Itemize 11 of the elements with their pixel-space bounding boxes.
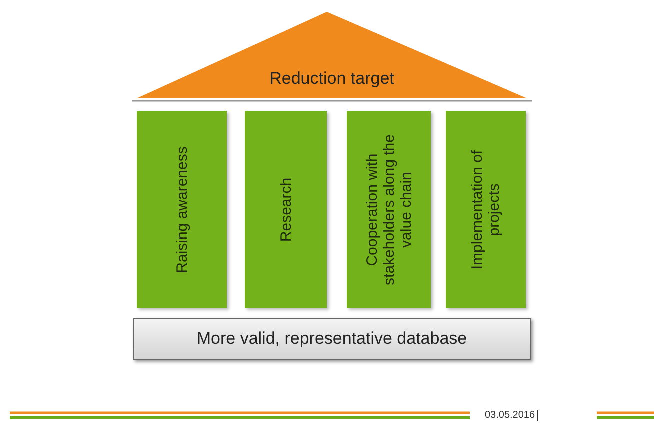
pillar-label: Raising awareness — [172, 145, 192, 275]
pillar-box — [347, 111, 431, 308]
date-label: 03.05.2016 — [485, 410, 536, 422]
pillar-label: Cooperation with stakeholders along the value chain — [362, 133, 416, 287]
foundation-bar: More valid, representative database — [133, 318, 531, 360]
pillar-box — [137, 111, 227, 308]
pillar-label: Implementation of projects — [468, 148, 504, 272]
pillar-label: Research — [276, 176, 296, 244]
roof-label: Reduction target — [268, 69, 396, 89]
pillar-box — [446, 111, 526, 308]
pillar-box — [245, 111, 327, 308]
